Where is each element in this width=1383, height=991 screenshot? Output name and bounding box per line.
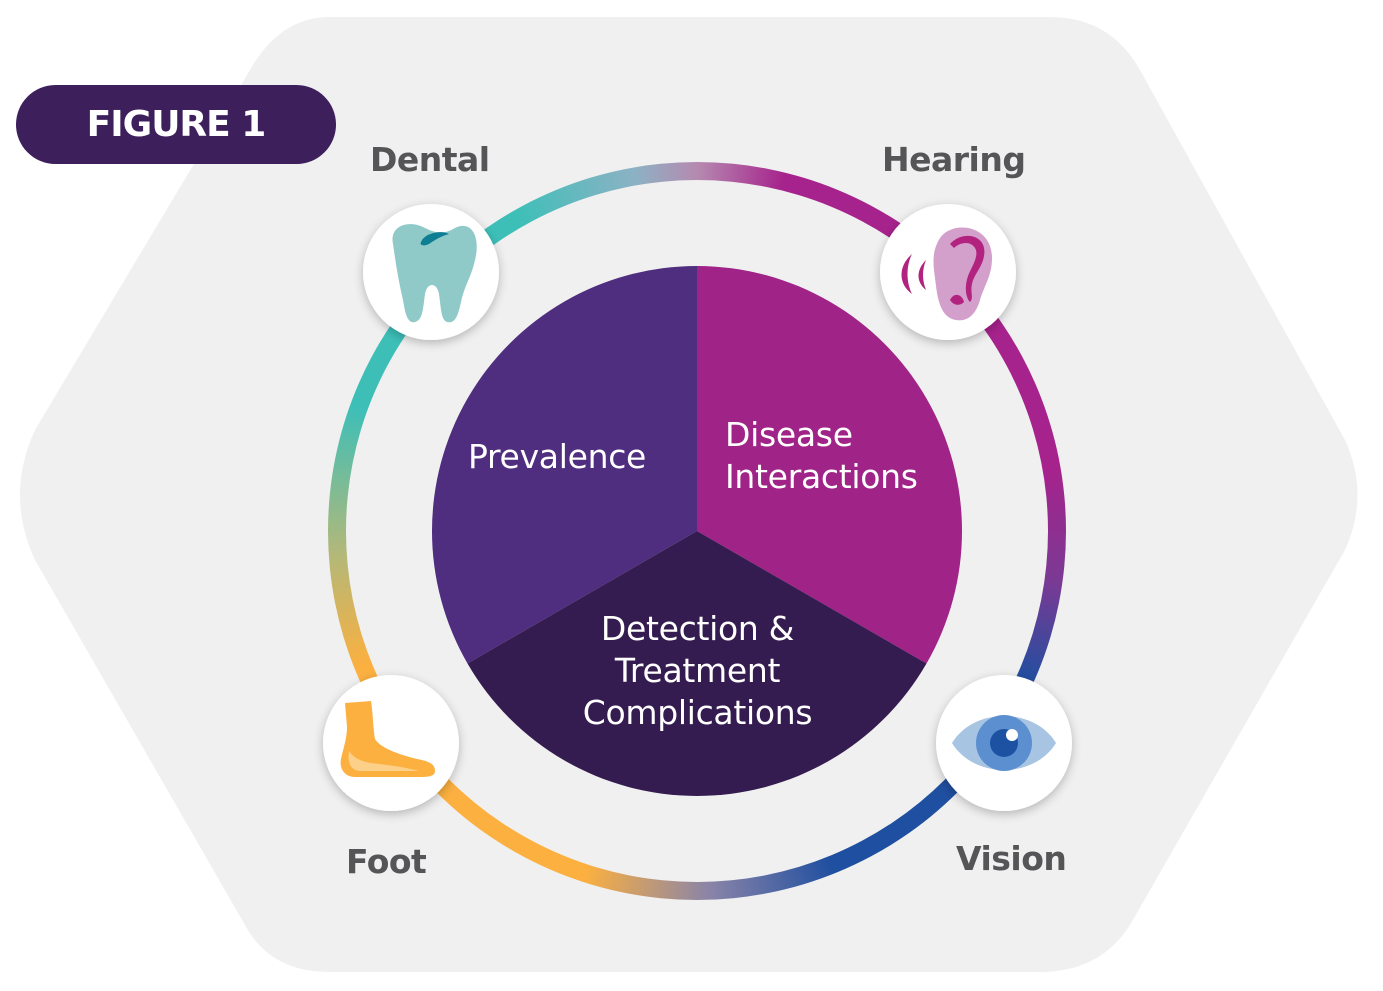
tooth-icon xyxy=(392,224,477,323)
center-pie xyxy=(432,266,962,796)
foot-label: Foot xyxy=(346,842,427,881)
disease-interactions-label: Disease Interactions xyxy=(725,415,918,496)
ear-icon xyxy=(901,227,992,321)
pie-segment-detection-treatment xyxy=(467,531,927,796)
detection-treatment-label: Detection & Treatment Complications xyxy=(582,609,813,732)
eye-icon xyxy=(952,715,1056,771)
dental-node[interactable] xyxy=(363,204,499,340)
foot-icon xyxy=(340,701,435,777)
hearing-node[interactable] xyxy=(880,204,1016,340)
foot-icon-circle xyxy=(323,675,459,811)
pie-segment-disease-interactions xyxy=(697,266,962,664)
pie-segment-prevalence xyxy=(432,266,697,664)
dental-label: Dental xyxy=(370,140,490,179)
figure-badge: FIGURE 1 xyxy=(16,85,336,164)
hearing-label: Hearing xyxy=(882,140,1026,179)
vision-label: Vision xyxy=(956,839,1067,878)
vision-node[interactable] xyxy=(936,675,1072,811)
prevalence-label: Prevalence xyxy=(468,437,647,476)
figure-badge-label: FIGURE 1 xyxy=(86,104,267,145)
foot-node[interactable] xyxy=(323,675,459,811)
